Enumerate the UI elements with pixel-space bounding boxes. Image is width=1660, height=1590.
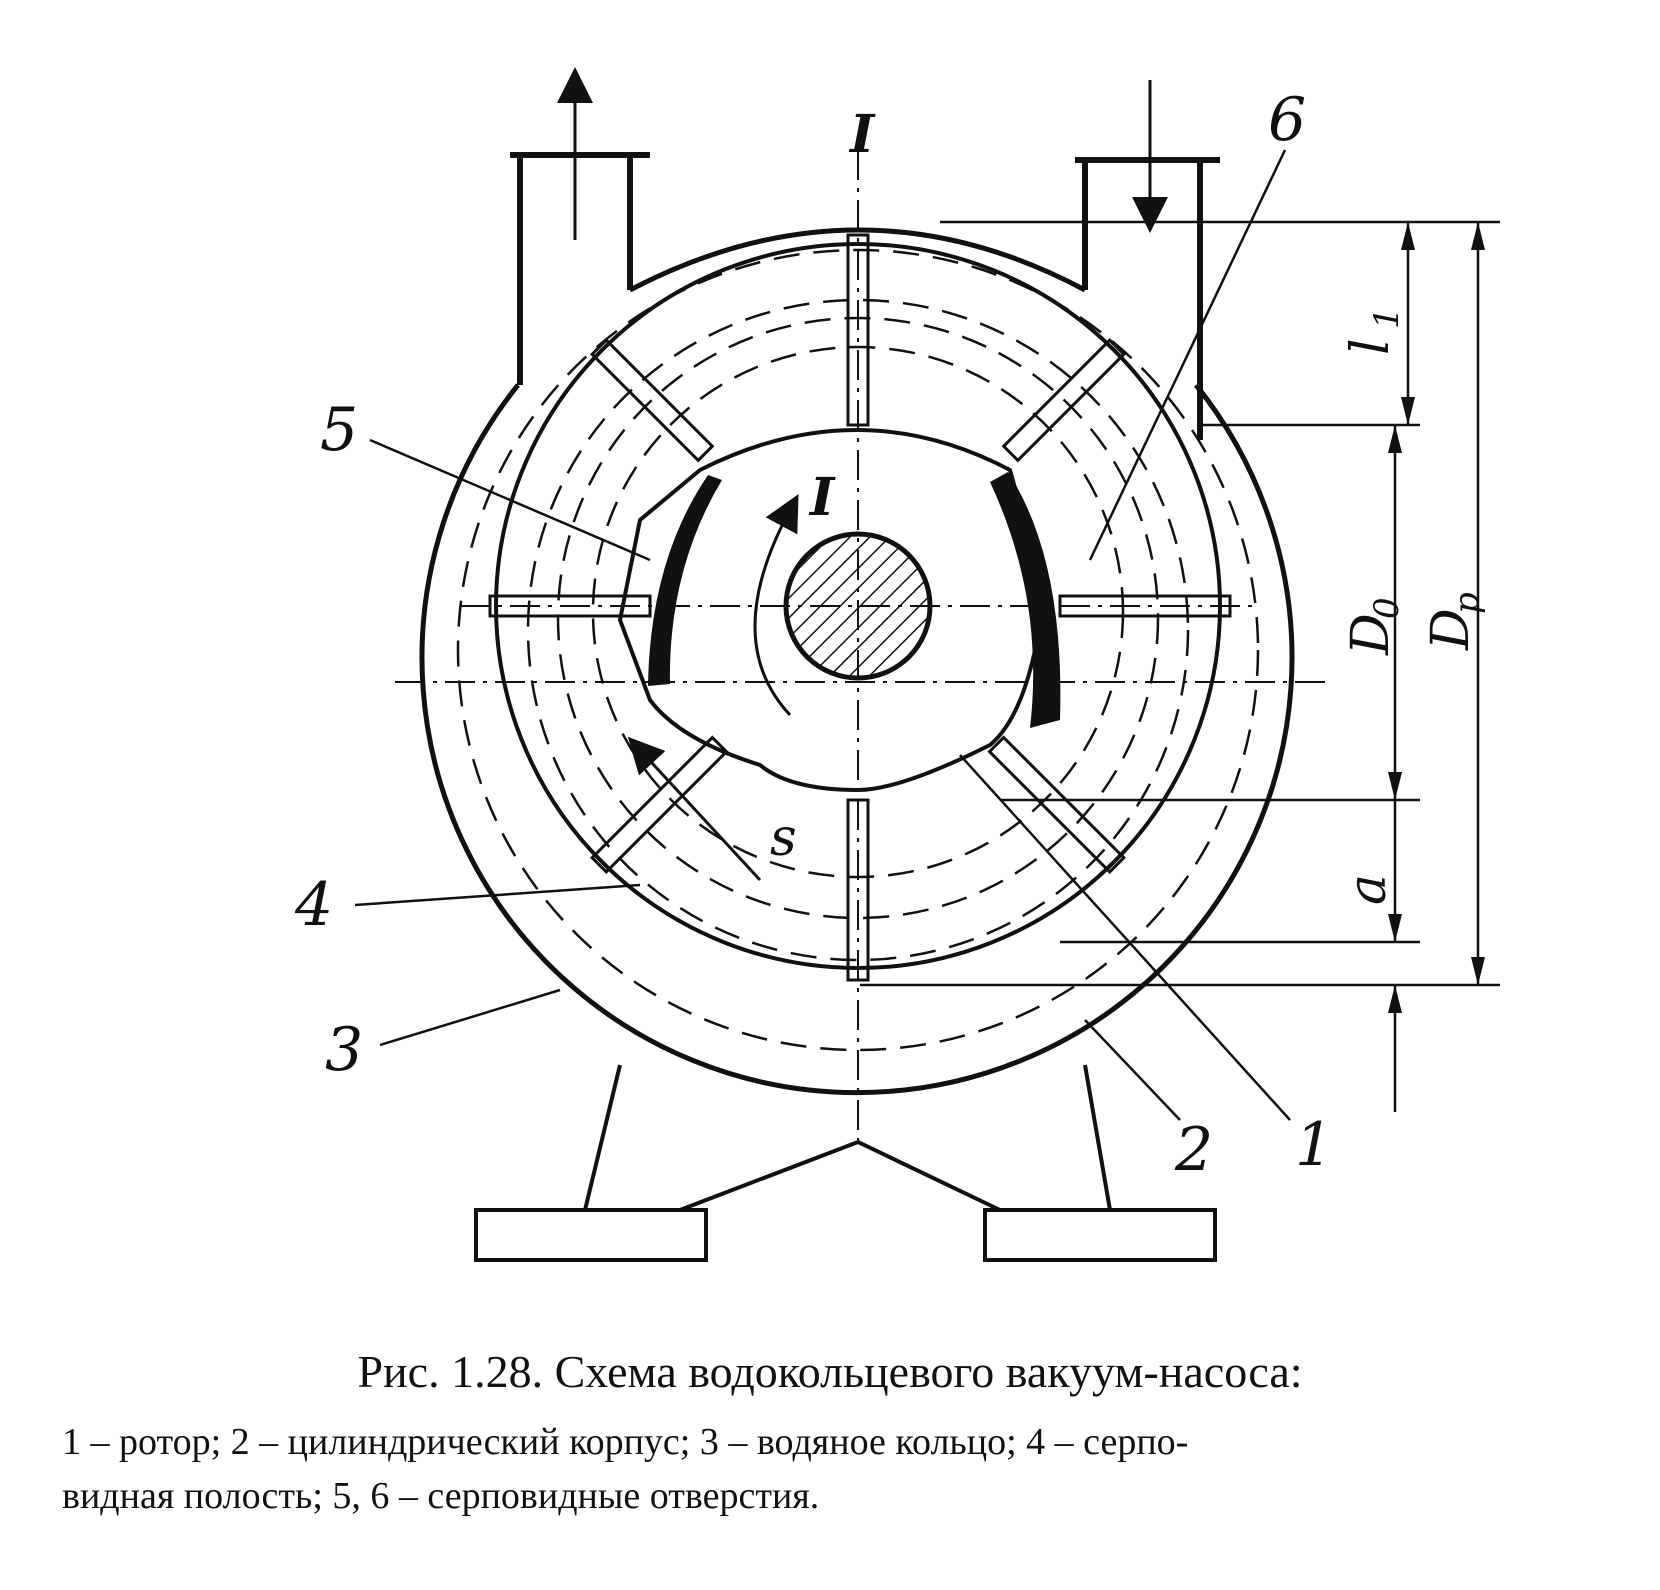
- part-label-1: 1: [1295, 1110, 1333, 1180]
- svg-text:D: D: [1341, 613, 1401, 656]
- shaft: [783, 531, 933, 681]
- dimension-lines: [860, 220, 1500, 1112]
- figure-caption-line-2: видная полость; 5, 6 – серповидные отвер…: [62, 1475, 820, 1517]
- base: [474, 1064, 1217, 1262]
- part-label-6: 6: [1268, 85, 1306, 155]
- dimension-arrows: [1388, 222, 1485, 1013]
- dim-label-l1: l 1: [1341, 307, 1407, 355]
- housing: [419, 227, 1295, 1096]
- crescent-opening-right: [990, 472, 1061, 728]
- svg-text:a: a: [1338, 874, 1398, 905]
- figure-caption-line-1: 1 – ротор; 2 – цилиндрический корпус; 3 …: [62, 1421, 1189, 1463]
- s-arrow-icon: [627, 736, 762, 882]
- part-label-2: 2: [1174, 1115, 1213, 1185]
- discharge-pipe: [510, 152, 650, 385]
- dim-label-d0: D 0: [1341, 597, 1407, 656]
- rotation-arrow-icon: [753, 494, 799, 717]
- crescent-opening-left: [648, 475, 722, 686]
- svg-text:D: D: [1421, 608, 1481, 651]
- part-label-4: 4: [294, 870, 333, 940]
- rotor-blades: [488, 233, 1232, 982]
- part-label-5: 5: [320, 395, 358, 465]
- dim-label-dp: D р: [1421, 592, 1487, 651]
- part-label-3: 3: [325, 1015, 363, 1085]
- leader-lines: [354, 149, 1291, 1121]
- svg-text:l: l: [1341, 338, 1401, 355]
- dim-label-a: a: [1338, 874, 1398, 905]
- s-label: s: [770, 808, 797, 868]
- water-ring: [456, 248, 1260, 1052]
- rotor-outer-rim: [494, 242, 1222, 970]
- svg-text:1: 1: [1367, 307, 1407, 329]
- section-label-top: I: [848, 104, 876, 165]
- pump-diagram: I I 1 2 3 4 5 6 l 1 D 0 D р a s: [294, 67, 1500, 1262]
- figure-caption-title: Рис. 1.28. Схема водокольцевого вакуум-н…: [357, 1346, 1303, 1397]
- svg-text:0: 0: [1367, 597, 1407, 619]
- section-label-center: I: [808, 467, 836, 528]
- suction-pipe: [1075, 157, 1220, 440]
- svg-text:р: р: [1447, 592, 1487, 614]
